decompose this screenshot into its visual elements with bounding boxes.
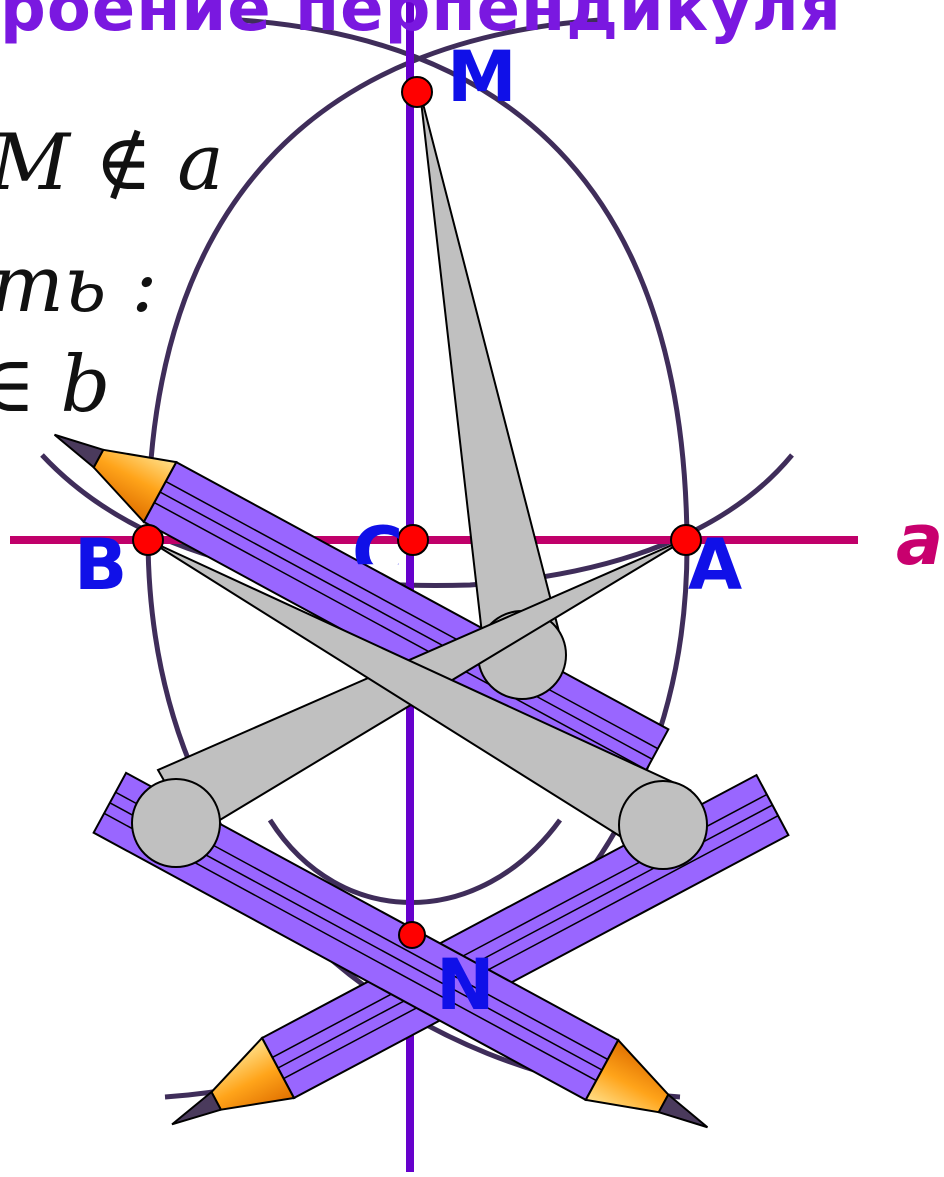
slide-title: роение перпендикуля [0,0,842,46]
point-b [132,524,164,556]
math-find: ть : [0,240,158,330]
point-a [670,524,702,556]
label-n: N [436,944,495,1026]
math-given: M ∉ a [0,118,224,208]
label-b: B [74,524,128,606]
label-a: A [688,524,743,606]
label-line-a: a [896,499,944,581]
compass-from-b [147,539,708,870]
point-n [398,921,426,949]
label-c: C [352,512,404,594]
label-m: M [447,36,517,118]
point-m [401,76,433,108]
point-c [397,524,429,556]
math-condition: ∈ b [0,340,111,430]
